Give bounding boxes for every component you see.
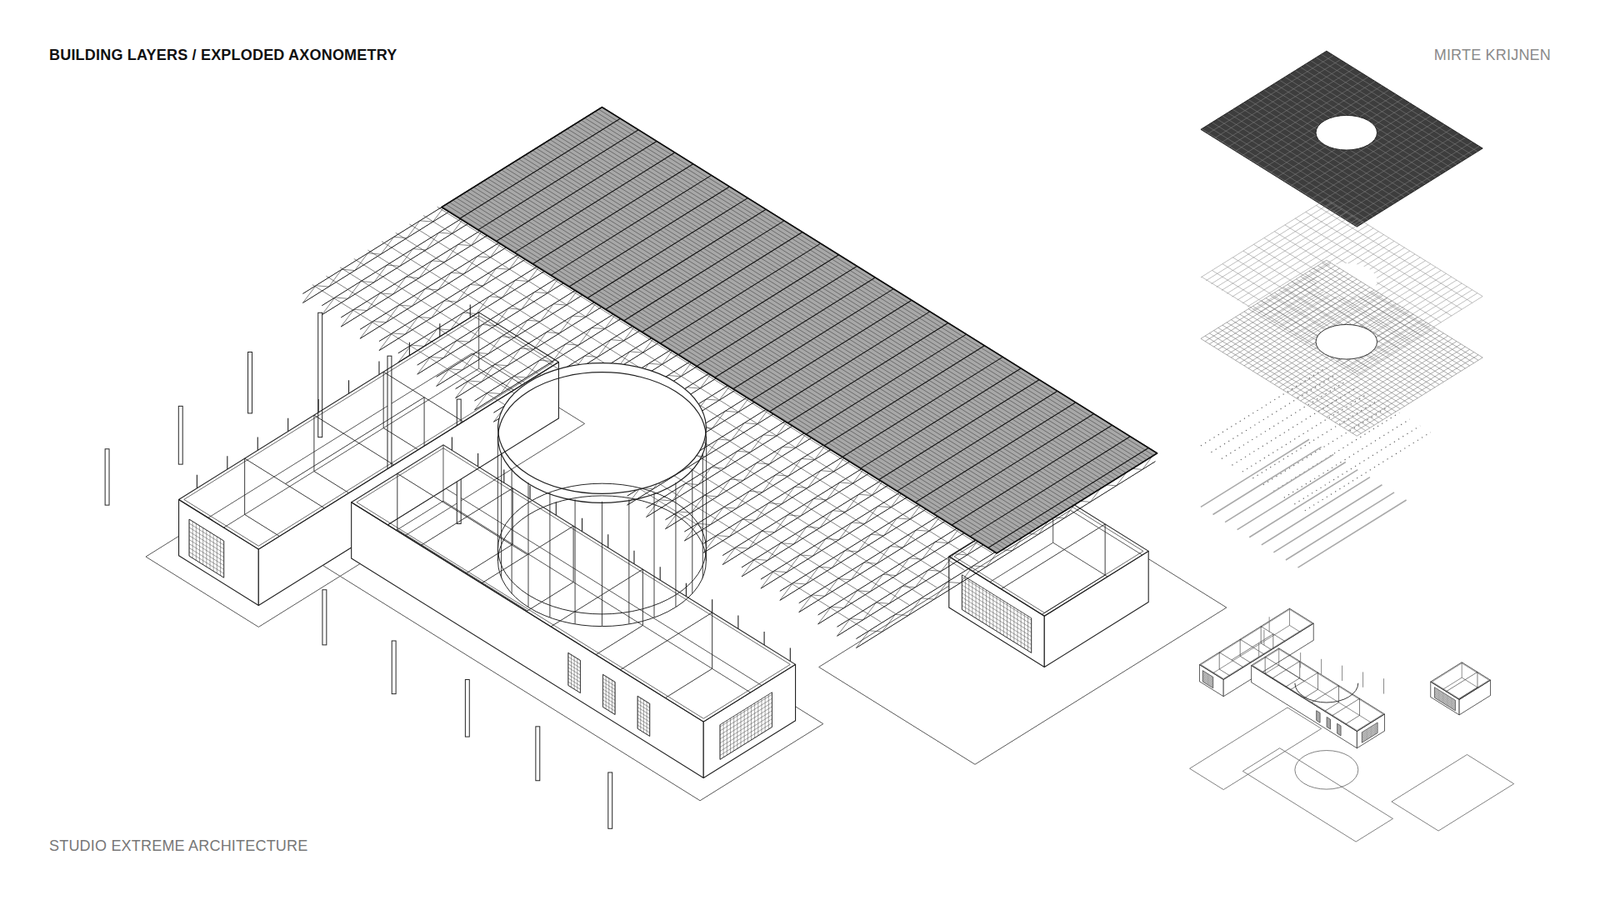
wall-top bbox=[351, 445, 796, 722]
wall-face bbox=[1044, 550, 1149, 667]
wall-face bbox=[703, 664, 795, 778]
window-frame bbox=[1361, 722, 1378, 743]
wall-top bbox=[1252, 649, 1383, 730]
roof-corrugation bbox=[442, 109, 1154, 553]
layer-opening bbox=[1315, 263, 1377, 299]
window-grid bbox=[720, 692, 772, 760]
roof-surface bbox=[441, 107, 1158, 554]
window-frame bbox=[1202, 670, 1213, 689]
window-frame bbox=[1326, 717, 1330, 730]
column bbox=[608, 772, 613, 829]
roof-edge bbox=[441, 107, 1158, 554]
window-frame bbox=[961, 575, 1031, 654]
wall-face bbox=[1356, 714, 1385, 749]
column-row bbox=[1200, 367, 1431, 511]
ground-slab bbox=[1242, 748, 1393, 842]
courtyard-ring bbox=[497, 436, 706, 627]
ring-column bbox=[497, 436, 706, 626]
window-grid bbox=[1202, 670, 1213, 689]
column bbox=[391, 640, 396, 695]
roof-tile-joint bbox=[1201, 54, 1480, 226]
layer-opening bbox=[1315, 115, 1377, 150]
window-frame bbox=[720, 692, 772, 760]
window-grid bbox=[1316, 710, 1320, 723]
window-frame bbox=[1337, 723, 1341, 735]
building-layer bbox=[1199, 608, 1490, 749]
wall-face bbox=[179, 499, 260, 605]
purlin bbox=[1200, 199, 1483, 375]
wall-face bbox=[1251, 665, 1358, 749]
studio-name: STUDIO EXTREME ARCHITECTURE bbox=[49, 836, 308, 855]
wall-top bbox=[356, 448, 790, 719]
wall-face bbox=[949, 556, 1045, 668]
window-grid bbox=[637, 695, 650, 736]
wall-face bbox=[1459, 680, 1490, 715]
window-frame bbox=[1316, 710, 1320, 723]
roof-opening bbox=[498, 363, 707, 495]
ring-slab bbox=[1295, 750, 1359, 790]
drawing-group bbox=[105, 50, 1515, 842]
wall-face bbox=[351, 502, 705, 779]
column bbox=[248, 351, 253, 413]
window-frame bbox=[568, 652, 581, 693]
window-grid bbox=[1326, 717, 1330, 730]
roof-tile-joint bbox=[460, 118, 1149, 548]
window-frame bbox=[1434, 687, 1455, 711]
beam bbox=[1200, 439, 1407, 568]
window-grid bbox=[1337, 723, 1341, 735]
window-grid bbox=[961, 575, 1031, 654]
window-grid bbox=[1434, 687, 1455, 711]
ground-slab bbox=[819, 510, 1227, 765]
window-grid bbox=[1361, 722, 1378, 743]
ground-slab bbox=[1190, 707, 1322, 790]
column bbox=[105, 449, 110, 505]
truss bbox=[1200, 260, 1483, 436]
roof-opening bbox=[498, 372, 707, 504]
column bbox=[178, 405, 183, 465]
ground-slab bbox=[1391, 755, 1515, 832]
wall-top bbox=[1200, 609, 1312, 679]
layer-plate bbox=[1200, 50, 1483, 227]
drawing-title: BUILDING LAYERS / EXPLODED AXONOMETRY bbox=[49, 45, 397, 65]
window-frame bbox=[189, 519, 225, 578]
column bbox=[1259, 616, 1385, 694]
wall-face bbox=[1199, 665, 1224, 697]
wall-face bbox=[1430, 681, 1460, 715]
window-grid bbox=[602, 674, 615, 715]
column bbox=[535, 726, 540, 781]
ground-slab bbox=[322, 488, 824, 800]
window-grid bbox=[568, 652, 581, 693]
window-grid bbox=[189, 519, 225, 578]
window-frame bbox=[602, 674, 615, 715]
wall-top bbox=[1251, 648, 1385, 732]
column bbox=[465, 680, 470, 738]
roof-cover bbox=[441, 107, 1158, 554]
window-frame bbox=[637, 695, 650, 736]
layer-opening bbox=[1315, 324, 1377, 360]
exploded-layers bbox=[1200, 50, 1483, 568]
ground-slab bbox=[145, 353, 585, 627]
column bbox=[322, 590, 327, 645]
author-name: MIRTE KRIJNEN bbox=[1434, 45, 1551, 65]
